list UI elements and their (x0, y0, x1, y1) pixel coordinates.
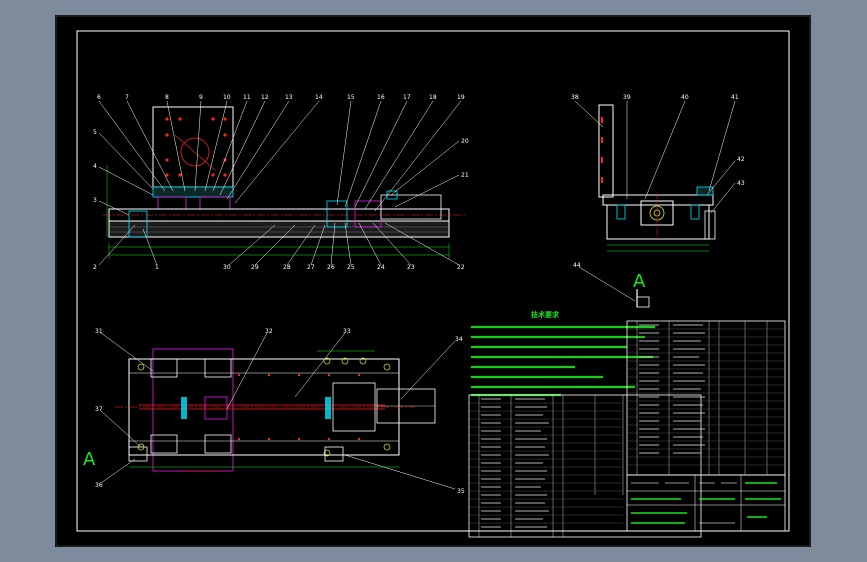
balloon: 1 (155, 264, 159, 271)
balloon: 15 (347, 94, 355, 101)
balloon: 40 (681, 94, 689, 101)
balloon: 8 (165, 94, 169, 101)
balloon: 26 (327, 264, 335, 271)
balloon: 33 (343, 328, 351, 335)
side-view-balloon-labels: 38 39 40 41 42 43 (571, 94, 745, 187)
plan-view-leaders (100, 332, 456, 490)
balloon: 28 (283, 264, 291, 271)
section-mark: A (633, 271, 646, 292)
balloon: 9 (199, 94, 203, 101)
drawing-sheet: 6 7 8 9 10 11 12 13 14 15 16 17 18 19 5 … (55, 15, 811, 547)
title-block (626, 474, 786, 532)
balloon: 29 (251, 264, 259, 271)
balloon: 3 (93, 197, 97, 204)
balloon: 30 (223, 264, 231, 271)
side-view-leaders (574, 100, 736, 214)
balloon: 19 (457, 94, 465, 101)
balloon: 32 (265, 328, 273, 335)
balloon: 37 (95, 406, 103, 413)
balloon: 11 (243, 94, 251, 101)
balloon: 23 (407, 264, 415, 271)
balloon: 38 (571, 94, 579, 101)
balloon: 36 (95, 482, 103, 489)
side-view (598, 104, 716, 252)
outer-frame (55, 15, 811, 547)
plan-view: A (83, 348, 436, 472)
balloon: 27 (307, 264, 315, 271)
balloon: 17 (403, 94, 411, 101)
detail-callout: 44 A (573, 262, 650, 308)
balloon: 7 (125, 94, 129, 101)
balloon: 20 (461, 138, 469, 145)
balloon: 35 (457, 488, 465, 495)
balloon: 34 (455, 336, 463, 343)
balloon: 14 (315, 94, 323, 101)
balloon: 41 (731, 94, 739, 101)
balloon: 42 (737, 156, 745, 163)
balloon: 16 (377, 94, 385, 101)
balloon: 13 (285, 94, 293, 101)
balloon: 24 (377, 264, 385, 271)
balloon: 2 (93, 264, 97, 271)
balloon: 6 (97, 94, 101, 101)
cad-drawing: 6 7 8 9 10 11 12 13 14 15 16 17 18 19 5 … (55, 15, 811, 547)
balloon: 31 (95, 328, 103, 335)
inner-frame (76, 30, 790, 532)
tech-req-title: 技术要求 (531, 310, 560, 319)
balloon: 21 (461, 172, 469, 179)
parts-list-right (626, 320, 786, 476)
balloon: 10 (223, 94, 231, 101)
parts-list-left (468, 394, 702, 538)
balloon: 22 (457, 264, 465, 271)
balloon: 44 (573, 262, 581, 269)
front-view (103, 106, 467, 259)
balloon: 43 (737, 180, 745, 187)
section-mark: A (83, 449, 96, 470)
front-view-balloon-labels: 6 7 8 9 10 11 12 13 14 15 16 17 18 19 5 … (93, 94, 469, 271)
balloon: 39 (623, 94, 631, 101)
balloon: 4 (93, 163, 97, 170)
technical-requirements: 技术要求 (471, 310, 655, 397)
balloon: 5 (93, 129, 97, 136)
balloon: 25 (347, 264, 355, 271)
plan-view-balloon-labels: 31 32 33 34 37 36 35 (95, 328, 465, 495)
balloon: 18 (429, 94, 437, 101)
front-view-leaders (98, 100, 462, 266)
balloon: 12 (261, 94, 269, 101)
